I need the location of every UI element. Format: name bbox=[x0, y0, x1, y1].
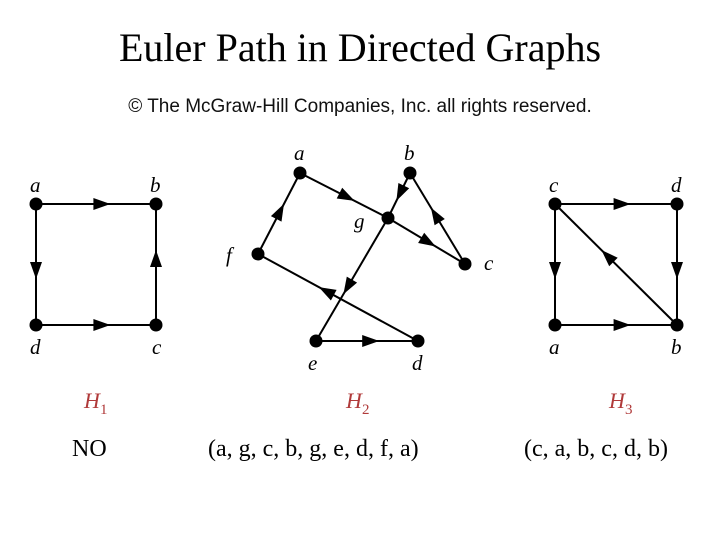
vertex-h3-b bbox=[670, 318, 684, 332]
edge-h3-d-b bbox=[671, 204, 683, 325]
vertex-label-h1-a: a bbox=[30, 173, 41, 197]
svg-text:H: H bbox=[345, 388, 363, 413]
copyright-notice: © The McGraw-Hill Companies, Inc. all ri… bbox=[128, 96, 592, 117]
vertex-label-h2-e: e bbox=[308, 351, 317, 375]
graph-name-h2: H 2 bbox=[345, 388, 370, 418]
svg-text:H: H bbox=[608, 388, 626, 413]
vertex-label-h2-f: f bbox=[226, 243, 235, 267]
vertex-h1-d bbox=[29, 318, 43, 332]
nodes-layer bbox=[29, 166, 684, 348]
vertex-label-h2-d: d bbox=[412, 351, 423, 375]
vertex-label-h3-b: b bbox=[671, 335, 682, 359]
edge-h2-f-a bbox=[257, 172, 301, 255]
vertex-h2-a bbox=[293, 166, 307, 180]
graph-name-h1: H 1 bbox=[83, 388, 108, 418]
vertex-label-h2-b: b bbox=[404, 141, 415, 165]
svg-text:3: 3 bbox=[625, 402, 633, 418]
edge-h3-a-b bbox=[555, 319, 677, 331]
vertex-label-h1-d: d bbox=[30, 335, 41, 359]
edge-h2-a-g bbox=[299, 172, 389, 219]
vertex-label-h2-a: a bbox=[294, 141, 305, 165]
vertex-label-h1-b: b bbox=[150, 173, 161, 197]
svg-text:1: 1 bbox=[100, 402, 108, 418]
edge-h2-e-d bbox=[316, 335, 418, 347]
vertex-h3-a bbox=[548, 318, 562, 332]
edge-h2-d-f bbox=[257, 253, 419, 342]
vertex-h3-c bbox=[548, 197, 562, 211]
vertex-h1-b bbox=[149, 197, 163, 211]
vertex-label-h2-g: g bbox=[354, 209, 365, 233]
answer-h3: (c, a, b, c, d, b) bbox=[524, 436, 668, 462]
vertex-h2-d bbox=[411, 334, 425, 348]
edge-h2-c-b bbox=[409, 172, 466, 265]
answer-h1: NO bbox=[72, 436, 107, 462]
page-title: Euler Path in Directed Graphs bbox=[118, 25, 602, 70]
edge-h1-a-d bbox=[30, 204, 42, 325]
vertex-h2-f bbox=[251, 247, 265, 261]
svg-text:2: 2 bbox=[362, 402, 370, 418]
edge-h3-b-c bbox=[554, 203, 678, 326]
graph-name-h3: H 3 bbox=[608, 388, 633, 418]
vertex-h1-c bbox=[149, 318, 163, 332]
vertex-h2-c bbox=[458, 257, 472, 271]
edge-h1-d-c bbox=[36, 319, 156, 331]
svg-text:H: H bbox=[83, 388, 101, 413]
edges-layer bbox=[30, 172, 683, 347]
edge-h2-g-e bbox=[315, 217, 389, 342]
vertex-label-h3-a: a bbox=[549, 335, 560, 359]
edge-h1-c-b bbox=[150, 204, 162, 325]
labels-layer: a b c d a b c d e f g a b c d bbox=[30, 141, 682, 375]
edge-h1-a-b bbox=[36, 198, 156, 210]
vertex-h2-g bbox=[381, 211, 395, 225]
vertex-label-h1-c: c bbox=[152, 335, 162, 359]
vertex-label-h3-c: c bbox=[549, 173, 559, 197]
vertex-h3-d bbox=[670, 197, 684, 211]
vertex-h1-a bbox=[29, 197, 43, 211]
edge-h2-b-g bbox=[387, 172, 411, 219]
answer-h2: (a, g, c, b, g, e, d, f, a) bbox=[208, 436, 419, 462]
edge-h3-c-d bbox=[555, 198, 677, 210]
vertex-h2-b bbox=[403, 166, 417, 180]
vertex-h2-e bbox=[309, 334, 323, 348]
vertex-label-h3-d: d bbox=[671, 173, 682, 197]
vertex-label-h2-c: c bbox=[484, 251, 494, 275]
edge-h2-g-c bbox=[387, 217, 466, 265]
edge-h3-c-a bbox=[549, 204, 561, 325]
